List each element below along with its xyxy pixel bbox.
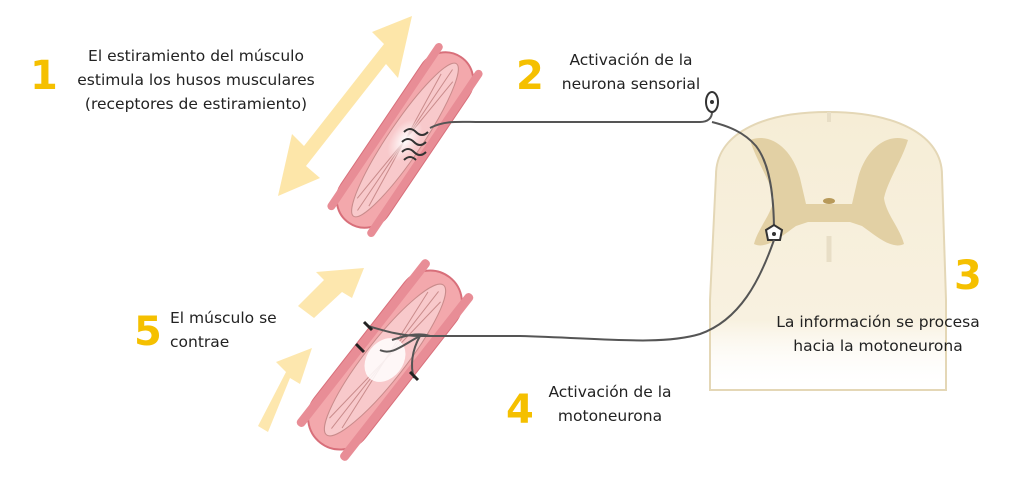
step-5-line-2: contrae	[170, 333, 230, 351]
step-3-line-2: hacia la motoneurona	[793, 337, 963, 355]
contraction-arrows	[258, 268, 364, 432]
spindle-endings	[401, 128, 429, 161]
step-1-label: El estiramiento del músculo estimula los…	[66, 44, 326, 116]
sensory-ganglion	[705, 91, 719, 113]
step-2-number: 2	[516, 53, 544, 99]
motor-neuron-body	[764, 223, 784, 241]
motor-endings	[354, 320, 420, 382]
step-4-line-2: motoneurona	[557, 407, 663, 425]
step-4-number: 4	[506, 387, 534, 433]
step-5-line-1: El músculo se	[170, 309, 277, 327]
step-2-label: Activación de la neurona sensorial	[556, 48, 706, 96]
step-3-label: La información se procesa hacia la moton…	[758, 310, 998, 358]
step-5-number: 5	[134, 309, 162, 355]
step-3-line-1: La información se procesa	[776, 313, 980, 331]
step-2-line-1: Activación de la	[569, 51, 693, 69]
contracting-muscle	[296, 259, 474, 461]
step-1-line-2: estimula los husos musculares	[77, 71, 315, 89]
step-4-label: Activación de la motoneurona	[540, 380, 680, 428]
step-1-number: 1	[30, 53, 58, 99]
step-5-label: El músculo se contrae	[170, 306, 300, 354]
step-2-line-2: neurona sensorial	[561, 75, 701, 93]
step-3-number: 3	[954, 253, 982, 299]
sensory-neuron	[429, 111, 775, 233]
step-1-line-3: (receptores de estiramiento)	[84, 95, 308, 113]
stretch-arrow	[278, 16, 412, 196]
step-4-line-1: Activación de la	[548, 383, 672, 401]
step-1-line-1: El estiramiento del músculo	[88, 47, 304, 65]
